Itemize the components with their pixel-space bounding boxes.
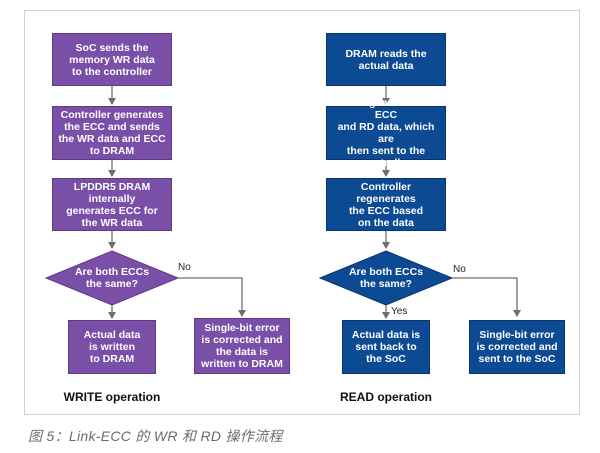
read-arrow-no [452,277,521,317]
write-decision-diamond [44,250,180,306]
read-yes-label: Yes [391,306,408,317]
write-no-outcome-box: Single-bit error is corrected and the da… [194,318,290,374]
write-section-title: WRITE operation [63,390,161,404]
read-no-label: No [453,264,466,275]
figure-caption: 图 5：Link-ECC 的 WR 和 RD 操作流程 [28,428,283,444]
read-yes-outcome-box: Actual data is sent back to the SoC [342,320,430,374]
write-no-label: No [178,262,191,273]
read-no-outcome-box: Single-bit error is corrected and sent t… [469,320,565,374]
read-step-3-box: Controller regenerates the ECC based on … [326,178,446,231]
read-decision-diamond [318,250,454,306]
write-step-3-box: LPDDR5 DRAM internally generates ECC for… [52,178,172,231]
write-step-2-box: Controller generates the ECC and sends t… [52,106,172,160]
read-step-2-box: DRAM generates the ECC and RD data, whic… [326,97,446,169]
write-step-1-box: SoC sends the memory WR data to the cont… [52,33,172,86]
read-section-title: READ operation [339,390,432,404]
write-yes-outcome-box: Actual data is written to DRAM [68,320,156,374]
write-arrow-no [178,277,246,317]
read-step-1-box: DRAM reads the actual data [326,33,446,86]
